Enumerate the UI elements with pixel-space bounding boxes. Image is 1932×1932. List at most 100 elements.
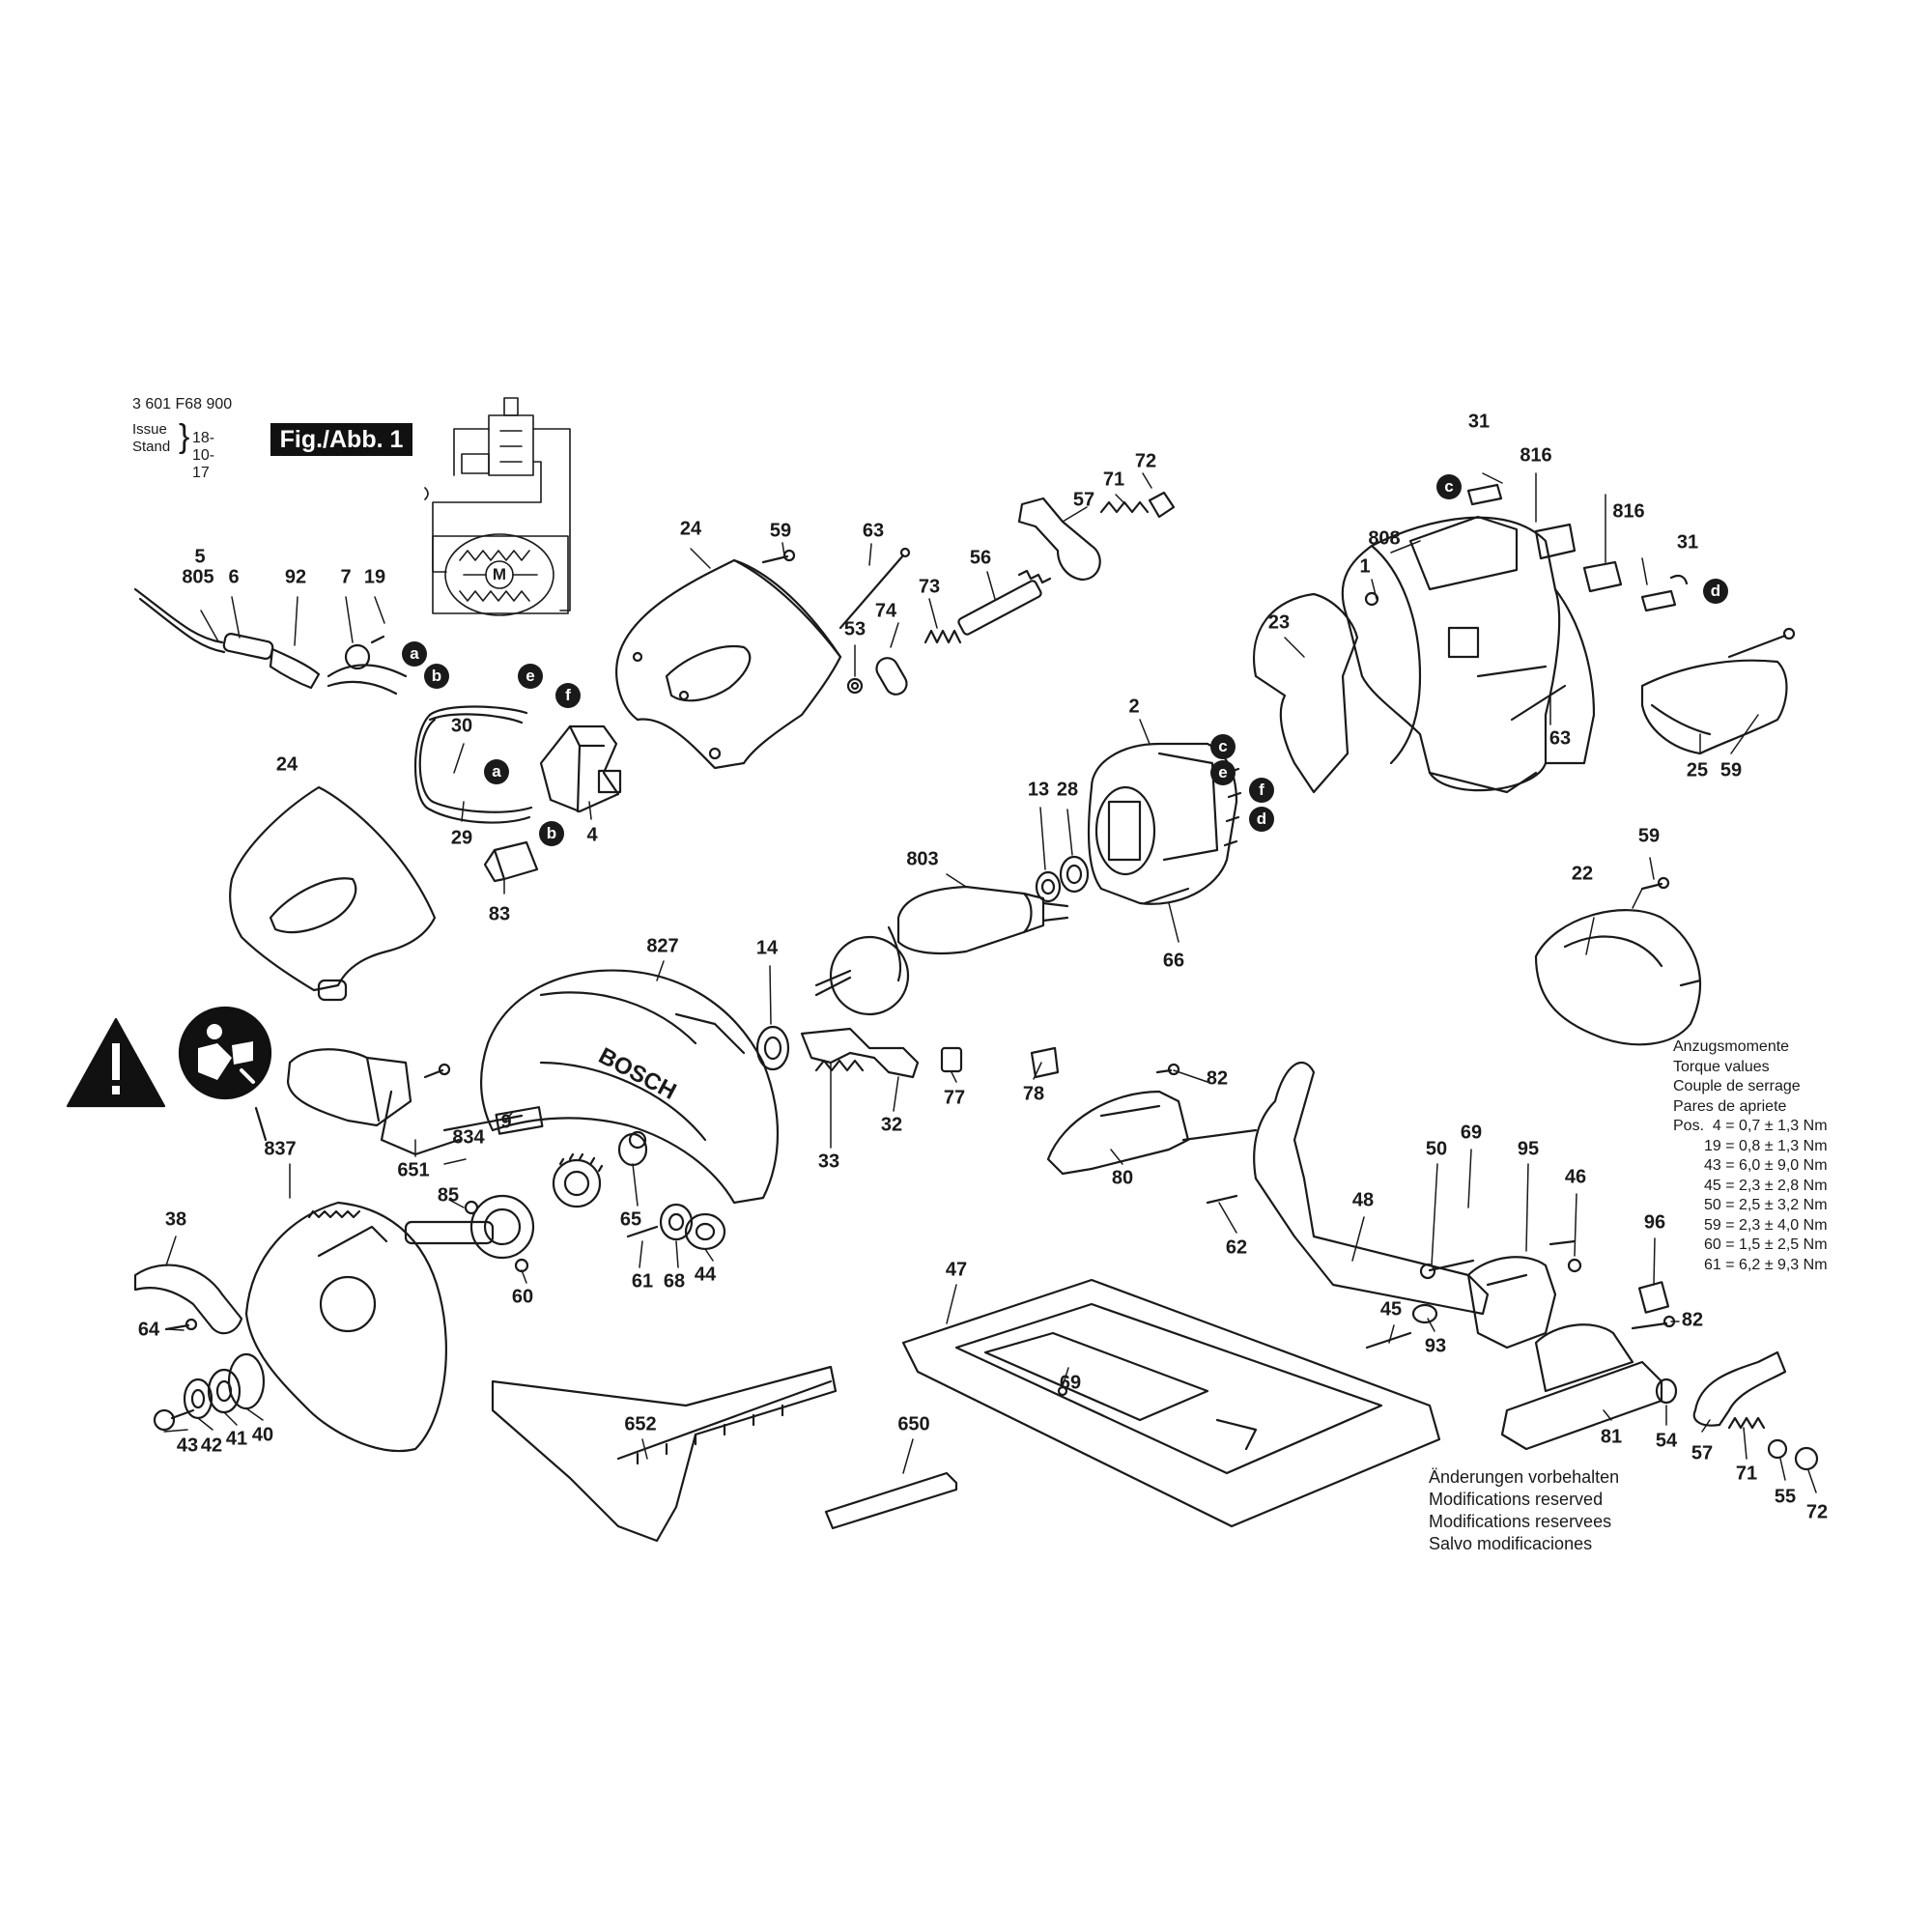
callout-44: 44 (694, 1264, 717, 1286)
torque-row: 59 = 2,3 ± 4,0 Nm (1704, 1216, 1828, 1234)
callout-80: 80 (1111, 1167, 1134, 1189)
torque-row: 61 = 6,2 ± 9,3 Nm (1704, 1256, 1828, 1273)
connector-b-switch: b (539, 821, 564, 846)
callout-59-right: 59 (1719, 759, 1743, 781)
parallel-guide (491, 1365, 838, 1543)
callout-71-bottom: 71 (1735, 1463, 1758, 1485)
torque-row: 45 = 2,3 ± 2,8 Nm (1704, 1177, 1828, 1194)
callout-650: 650 (897, 1413, 930, 1435)
torque-row: 19 = 0,8 ± 1,3 Nm (1704, 1137, 1828, 1154)
callout-40: 40 (251, 1424, 274, 1446)
callout-43: 43 (176, 1435, 199, 1457)
connection-leads (414, 705, 533, 824)
callout-652: 652 (624, 1413, 657, 1435)
callout-71-top: 71 (1102, 469, 1125, 491)
field-cover (1253, 592, 1359, 794)
notice-de: Änderungen vorbehalten (1429, 1467, 1620, 1487)
callout-25: 25 (1686, 759, 1709, 781)
callout-54: 54 (1655, 1430, 1678, 1452)
callout-38: 38 (164, 1208, 187, 1231)
callout-57-top: 57 (1072, 489, 1095, 511)
callout-60: 60 (511, 1286, 534, 1308)
callout-6: 6 (228, 566, 240, 588)
callout-69-base: 69 (1059, 1372, 1082, 1394)
bevel-segment-rear (1365, 1239, 1582, 1350)
screw-63 (1510, 684, 1567, 722)
callout-96: 96 (1643, 1211, 1666, 1234)
connector-a: a (402, 641, 427, 667)
connector-b: b (424, 664, 449, 689)
lower-blade-guard (244, 1201, 447, 1452)
callout-4: 4 (586, 824, 598, 846)
callout-61: 61 (631, 1270, 654, 1293)
callout-30: 30 (450, 715, 473, 737)
hex-key (824, 1471, 958, 1530)
warning-triangle-icon (66, 1017, 166, 1108)
motor-symbol: M (492, 565, 507, 583)
connector-c-brush: c (1436, 474, 1462, 499)
callout-7: 7 (340, 566, 352, 588)
brace: } (179, 418, 190, 455)
callout-1: 1 (1359, 555, 1371, 578)
lock-mechanism (923, 491, 1176, 644)
callout-53: 53 (843, 618, 867, 640)
document-number: 3 601 F68 900 (132, 396, 233, 412)
callout-59-top: 59 (769, 520, 792, 542)
motor-end-cap (1534, 876, 1702, 1046)
torque-row: Pos. 4 = 0,7 ± 1,3 Nm (1673, 1117, 1828, 1137)
modification-notice: Änderungen vorbehalten Modifications res… (1429, 1466, 1619, 1555)
callout-13: 13 (1027, 779, 1050, 801)
fasteners-top (761, 547, 911, 696)
armature (814, 885, 1069, 1016)
depth-adjust-lever (1181, 1062, 1490, 1316)
callout-29: 29 (450, 827, 473, 849)
callout-83: 83 (488, 903, 511, 925)
chip-ejector (286, 1048, 461, 1156)
callout-805: 805 (182, 566, 214, 588)
torque-row: 50 = 2,5 ± 3,2 Nm (1704, 1197, 1828, 1213)
callout-827: 827 (646, 935, 679, 957)
callout-56: 56 (969, 547, 992, 569)
callout-62: 62 (1225, 1236, 1248, 1259)
connector-a-switch: a (484, 759, 509, 784)
connector-f: f (555, 683, 581, 708)
guard-lever (133, 1264, 243, 1335)
connector-d-stator: d (1249, 807, 1274, 832)
callout-32: 32 (880, 1114, 903, 1136)
notice-es: Salvo modificaciones (1429, 1534, 1593, 1553)
issue-label: Issue (132, 421, 167, 438)
motor-bearing-shield (1408, 515, 1519, 591)
callout-803: 803 (906, 848, 939, 870)
notice-fr: Modifications reservees (1429, 1512, 1612, 1531)
callout-5: 5 (194, 546, 206, 568)
callout-837: 837 (264, 1138, 297, 1160)
callout-72-top: 72 (1134, 450, 1157, 472)
callout-59-mid: 59 (1637, 825, 1661, 847)
callout-24-top: 24 (679, 518, 702, 540)
bevel-segment-front (1030, 1046, 1190, 1176)
torque-heading-fr: Couple de serrage (1673, 1078, 1801, 1094)
gearbox-parts (404, 1106, 726, 1273)
callout-31-top: 31 (1467, 411, 1491, 433)
callout-33: 33 (817, 1151, 840, 1173)
callout-24-left: 24 (275, 753, 298, 776)
torque-row: 43 = 6,0 ± 9,0 Nm (1704, 1157, 1828, 1174)
callout-46: 46 (1564, 1166, 1587, 1188)
notice-en: Modifications reserved (1429, 1490, 1604, 1509)
callout-85: 85 (437, 1184, 460, 1207)
callout-55: 55 (1774, 1486, 1797, 1508)
callout-47: 47 (945, 1259, 968, 1281)
callout-42: 42 (200, 1435, 223, 1457)
callout-95: 95 (1517, 1138, 1540, 1160)
callout-41: 41 (225, 1428, 248, 1450)
connector-e: e (518, 664, 543, 689)
callout-81: 81 (1600, 1426, 1623, 1448)
leader-lines (163, 472, 1817, 1493)
torque-heading-de: Anzugsmomente (1673, 1038, 1790, 1055)
callout-69: 69 (1460, 1122, 1483, 1144)
icon-pointer (254, 1106, 268, 1142)
callout-77: 77 (943, 1087, 966, 1109)
callout-73: 73 (918, 576, 941, 598)
callout-23: 23 (1267, 611, 1291, 634)
